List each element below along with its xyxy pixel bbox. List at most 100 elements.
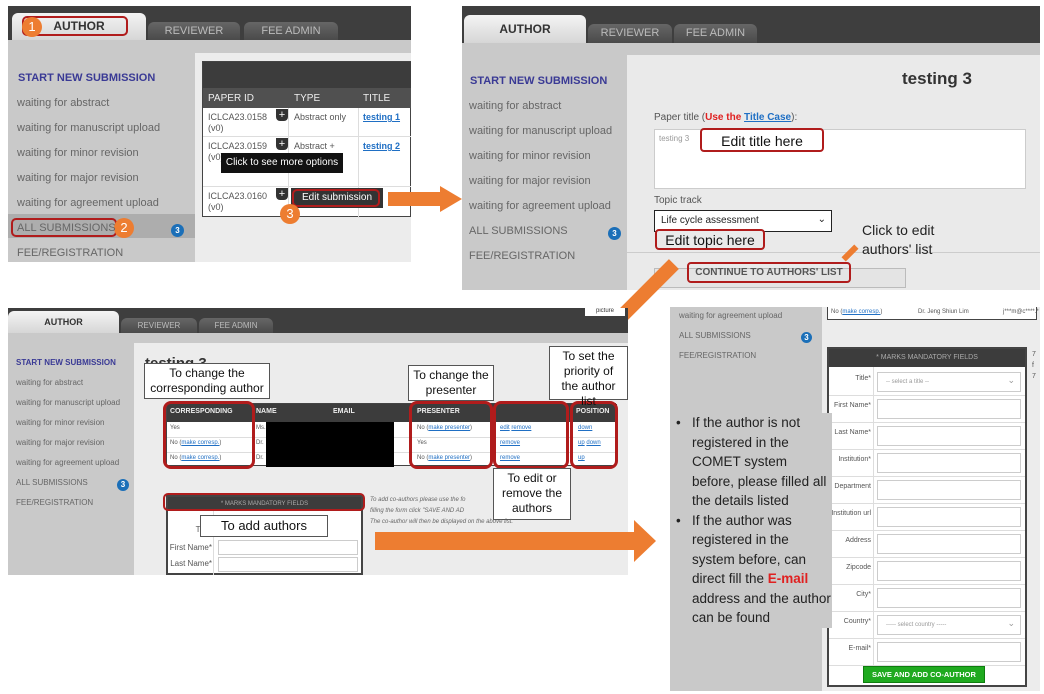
text-field[interactable] bbox=[877, 561, 1021, 581]
plus-icon[interactable]: + bbox=[276, 188, 288, 200]
col-email: EMAIL bbox=[333, 408, 355, 415]
paper-type: Abstract + bbox=[294, 141, 335, 151]
bullet-not-registered: •If the author is not registered in the … bbox=[676, 415, 827, 508]
sidebar-item[interactable]: waiting for abstract bbox=[17, 97, 110, 109]
field-label: Last Name* bbox=[834, 429, 871, 436]
tab-fee-admin[interactable]: FEE ADMIN bbox=[244, 22, 338, 40]
tab-reviewer[interactable]: REVIEWER bbox=[148, 22, 240, 40]
bullet-registered: •If the author was registered in the sys… bbox=[676, 512, 831, 626]
make-presenter-link[interactable]: make presenter bbox=[428, 425, 471, 431]
select-field[interactable]: ----- select country -----⌄ bbox=[877, 615, 1021, 635]
sidebar-item[interactable]: waiting for major revision bbox=[16, 438, 105, 447]
plus-icon[interactable]: + bbox=[276, 138, 288, 150]
sidebar-item[interactable]: waiting for major revision bbox=[469, 175, 591, 187]
panel-add-coauthor: waiting for agreement upload ALL SUBMISS… bbox=[670, 307, 1040, 691]
remove-link[interactable]: remove bbox=[511, 425, 532, 431]
callout-presenter: To change the presenter bbox=[408, 365, 494, 401]
panel-edit-submission: AUTHOR REVIEWER FEE ADMIN START NEW SUBM… bbox=[462, 6, 1040, 290]
text-field[interactable] bbox=[877, 534, 1021, 554]
paper-title-link[interactable]: testing 1 bbox=[363, 112, 401, 122]
sidebar-all-submissions[interactable]: ALL SUBMISSIONS bbox=[469, 225, 568, 237]
save-and-add-coauthor-button[interactable]: SAVE AND ADD CO-AUTHOR bbox=[863, 666, 985, 683]
sidebar-start-new-submission[interactable]: START NEW SUBMISSION bbox=[470, 75, 608, 87]
remove-link[interactable]: remove bbox=[500, 440, 521, 446]
presenter-cell: Yes bbox=[417, 440, 427, 446]
text-field[interactable] bbox=[877, 399, 1021, 419]
text-field[interactable] bbox=[877, 453, 1021, 473]
topic-track-label: Topic track bbox=[654, 195, 702, 206]
tab-fee-admin[interactable]: FEE ADMIN bbox=[199, 318, 273, 333]
text-field[interactable] bbox=[877, 642, 1021, 662]
last-name-input[interactable] bbox=[218, 557, 358, 572]
picture-label: picture bbox=[585, 308, 625, 316]
remove-link[interactable]: remove bbox=[500, 455, 521, 461]
make-corresp-link[interactable]: make corresp. bbox=[181, 440, 220, 446]
sidebar-item[interactable]: waiting for agreement upload bbox=[16, 458, 120, 467]
continue-button-label[interactable]: CONTINUE TO AUTHORS' LIST bbox=[687, 262, 851, 283]
tab-fee-admin[interactable]: FEE ADMIN bbox=[674, 24, 757, 43]
highlight-actions bbox=[493, 401, 569, 469]
edit-submission-button[interactable]: Edit submission bbox=[291, 188, 383, 208]
select-field[interactable]: -- select a title --⌄ bbox=[877, 372, 1021, 392]
sidebar-fee-registration[interactable]: FEE/REGISTRATION bbox=[17, 247, 124, 259]
up-link[interactable]: up bbox=[578, 440, 585, 446]
tab-reviewer[interactable]: REVIEWER bbox=[121, 318, 197, 333]
col-name: NAME bbox=[256, 408, 277, 415]
arrow-head bbox=[440, 186, 462, 212]
make-corresp-link[interactable]: make corresp. bbox=[181, 455, 220, 461]
sidebar-all-submissions[interactable]: ALL SUBMISSIONS bbox=[16, 478, 88, 487]
chevron-down-icon: ⌄ bbox=[817, 214, 826, 225]
corresponding-cell: No (make corresp.) bbox=[170, 440, 222, 446]
sidebar-item[interactable]: waiting for abstract bbox=[16, 378, 84, 387]
count-badge: 3 bbox=[608, 227, 621, 240]
plus-icon[interactable]: + bbox=[276, 109, 288, 121]
tab-reviewer[interactable]: REVIEWER bbox=[588, 24, 672, 43]
sidebar-fee-registration[interactable]: FEE/REGISTRATION bbox=[16, 498, 94, 507]
sidebar-fee-registration[interactable]: FEE/REGISTRATION bbox=[469, 250, 576, 262]
sidebar-item[interactable]: waiting for manuscript upload bbox=[17, 122, 161, 134]
text-field[interactable] bbox=[877, 426, 1021, 446]
sidebar-item[interactable]: waiting for major revision bbox=[17, 172, 139, 184]
tab-author[interactable]: AUTHOR bbox=[464, 15, 586, 43]
sidebar-item[interactable]: waiting for abstract bbox=[469, 100, 562, 112]
up-link[interactable]: up bbox=[578, 455, 585, 461]
make-corresp-link[interactable]: make corresp. bbox=[842, 309, 881, 315]
sidebar-fee-registration[interactable]: FEE/REGISTRATION bbox=[679, 351, 757, 360]
sidebar-all-submissions[interactable]: ALL SUBMISSIONS bbox=[679, 331, 751, 340]
edit-link[interactable]: edit bbox=[500, 425, 510, 431]
first-name-input[interactable] bbox=[218, 540, 358, 555]
arrow-right bbox=[375, 532, 627, 550]
col-position: POSITION bbox=[576, 408, 610, 415]
down-link[interactable]: down bbox=[586, 440, 601, 446]
sidebar-item[interactable]: waiting for agreement upload bbox=[17, 197, 159, 209]
sidebar-start-new-submission[interactable]: START NEW SUBMISSION bbox=[16, 358, 116, 367]
callout-add-authors: To add authors bbox=[200, 515, 328, 537]
callout-edit-remove: To edit or remove the authors bbox=[493, 468, 571, 520]
down-link[interactable]: down bbox=[578, 425, 593, 431]
select-placeholder: -- select a title -- bbox=[886, 379, 930, 385]
highlight-mandatory bbox=[163, 493, 365, 511]
field-label: First Name* bbox=[834, 402, 871, 409]
name-cell: Ms. bbox=[256, 425, 266, 431]
sidebar-item[interactable]: waiting for minor revision bbox=[469, 150, 591, 162]
sidebar-item[interactable]: waiting for manuscript upload bbox=[469, 125, 613, 137]
text-field[interactable] bbox=[877, 588, 1021, 608]
sidebar-all-submissions[interactable]: ALL SUBMISSIONS bbox=[17, 222, 116, 234]
content-area: testing 3 Paper title (Use the Title Cas… bbox=[627, 55, 1040, 290]
callout-priority: To set the priority of the author list bbox=[549, 346, 628, 408]
sidebar-item[interactable]: waiting for manuscript upload bbox=[16, 398, 121, 407]
sidebar-item[interactable]: waiting for minor revision bbox=[17, 147, 139, 159]
arrow-right-continue bbox=[627, 532, 635, 550]
text-field[interactable] bbox=[877, 507, 1021, 527]
sidebar-item[interactable]: waiting for minor revision bbox=[16, 418, 105, 427]
sidebar-item[interactable]: waiting for agreement upload bbox=[469, 200, 611, 212]
count-badge: 3 bbox=[801, 332, 812, 343]
make-presenter-link[interactable]: make presenter bbox=[428, 455, 471, 461]
paper-title-link[interactable]: testing 2 bbox=[363, 141, 401, 151]
tooltip: Click to see more options bbox=[221, 153, 343, 173]
paper-id: ICLCA23.0159(v0) bbox=[208, 141, 268, 162]
text-field[interactable] bbox=[877, 480, 1021, 500]
sidebar-start-new-submission[interactable]: START NEW SUBMISSION bbox=[18, 72, 156, 84]
tab-author[interactable]: AUTHOR bbox=[8, 311, 119, 333]
sidebar-item[interactable]: waiting for agreement upload bbox=[679, 311, 783, 320]
